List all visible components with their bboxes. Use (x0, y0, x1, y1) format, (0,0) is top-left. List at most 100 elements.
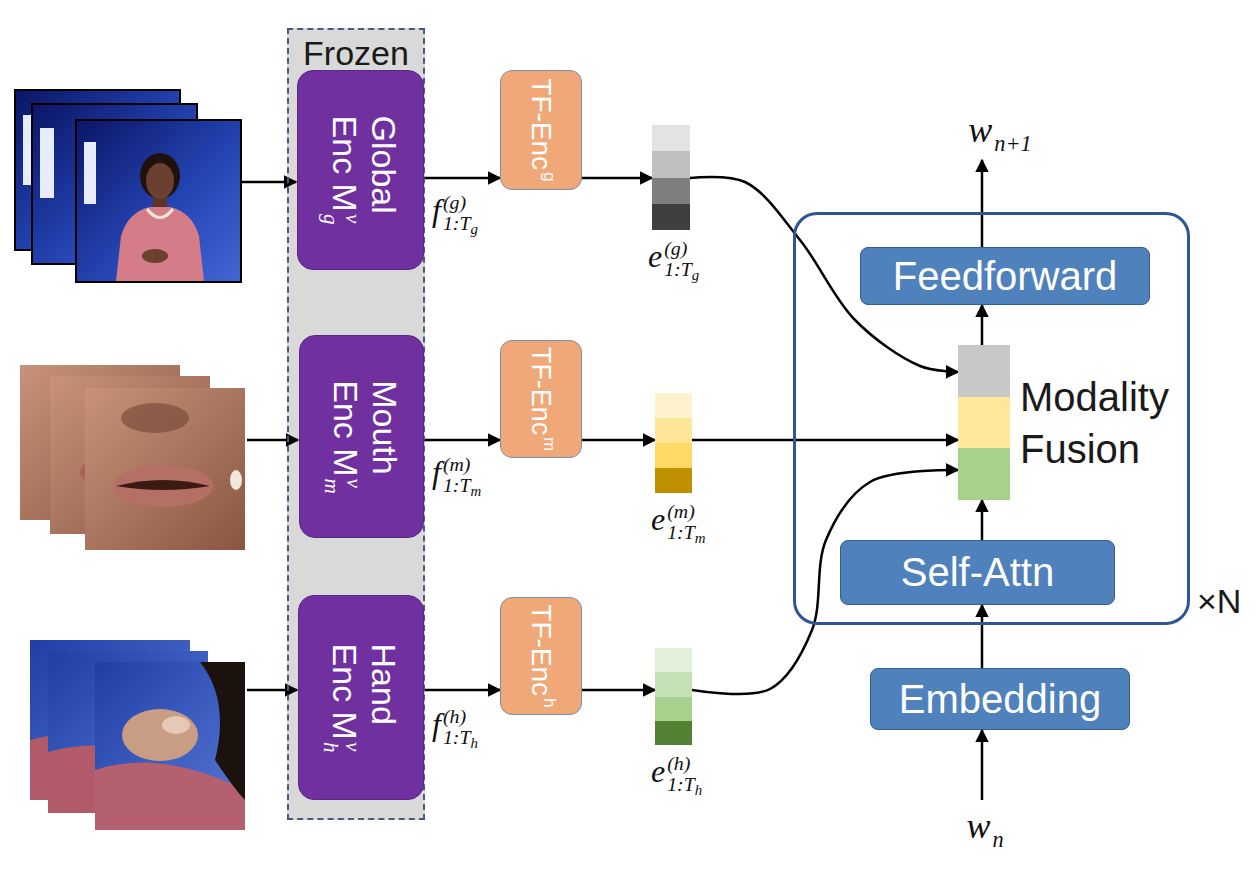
vector-segment (655, 468, 692, 493)
math-expression: Enc Mvm (326, 380, 364, 494)
subscript: n (992, 827, 1003, 852)
subscript-group: 1:Th (667, 774, 702, 795)
sub-subscript: g (470, 221, 477, 237)
frozen-region: FrozenGlobalEnc MvgMouthEnc MvmHandEnc M… (287, 28, 425, 820)
subscript-group: 1:Tg (664, 259, 699, 280)
vector-segment (655, 697, 692, 721)
encoder-box: MouthEnc Mvm (299, 335, 424, 538)
math-expression: e(m)1:Tm (651, 501, 706, 537)
vector-segment (652, 125, 690, 151)
math-expression: e(h)1:Th (651, 753, 702, 789)
connector-arrow (424, 439, 500, 442)
subscript: 1:T (443, 212, 471, 234)
vector-segment (655, 672, 692, 696)
fusion-label: Modality Fusion (1020, 371, 1195, 475)
rotated-label: HandEnc M vh (319, 643, 402, 752)
math-symbol: Enc M (325, 643, 363, 739)
nose-shadow (121, 403, 189, 433)
connector-arrow (981, 730, 984, 800)
encoder-name: TF-Enc (526, 347, 556, 435)
repeat-count: ×N (1197, 582, 1241, 621)
index-spacer (994, 109, 1031, 131)
vector-segment (655, 393, 692, 418)
feature-label: f(g)1:Tg (432, 192, 478, 234)
layer-box: Feedforward (860, 247, 1150, 305)
layer-name: Self-Attn (901, 550, 1054, 595)
encoder-name: Hand (365, 643, 403, 724)
math-expression: Enc Mvg (325, 116, 363, 225)
subscript: g (318, 214, 342, 225)
embedding-vector: e(h)1:Th (655, 648, 692, 745)
subscript: 1:T (664, 258, 692, 280)
layer-box: Self-Attn (840, 540, 1115, 605)
math-symbol: f (432, 706, 441, 742)
encoder-name: TF-Enc (526, 604, 557, 696)
index-stack: n (992, 805, 1003, 851)
transformer-encoder-box: TF-Enc g (500, 70, 582, 190)
shirt (95, 762, 245, 830)
index-stack: (m)1:Tm (667, 501, 705, 543)
region-title: Frozen (289, 34, 423, 73)
math-expression: wn (966, 805, 1003, 851)
frame-detail (84, 142, 96, 204)
superscript: (h) (667, 753, 702, 774)
subscript-group: 1:Tg (443, 213, 478, 234)
math-symbol: e (651, 753, 665, 789)
mouth-crop (85, 388, 245, 550)
vector-segment (652, 204, 690, 230)
vector-segment (655, 418, 692, 443)
connector-arrow (981, 500, 984, 540)
superscript: (h) (443, 706, 478, 727)
rotated-label: GlobalEnc Mvg (319, 116, 402, 225)
layer-name: Embedding (899, 677, 1101, 722)
frame-detail (40, 128, 54, 198)
vector-segment (958, 397, 1010, 449)
mouth-line (116, 480, 210, 490)
earring (230, 470, 242, 490)
math-symbol: Enc M (325, 116, 363, 212)
index-stack: (h)1:Th (443, 706, 478, 748)
math-symbol: e (648, 238, 662, 274)
input-arrow (247, 689, 297, 692)
vector-segment (652, 178, 690, 204)
connector-arrow (582, 439, 655, 442)
encoder-name: TF-Enc (526, 78, 557, 170)
math-symbol: f (432, 454, 441, 490)
math-symbol: f (432, 192, 441, 228)
feature-label: f(m)1:Tm (432, 454, 481, 496)
fingers (162, 716, 190, 734)
subscript: h (318, 741, 342, 752)
hand-crop (95, 662, 245, 830)
vector-segment (655, 648, 692, 672)
layer-box: Embedding (870, 668, 1130, 730)
superscript: v (342, 478, 364, 493)
subscript-group: 1:Tm (443, 475, 481, 496)
index-stack: (h)1:Th (667, 753, 702, 795)
math-symbol: Enc M (326, 380, 364, 476)
index-stack: vg (319, 214, 363, 225)
index-stack: (g)1:Tg (664, 238, 699, 280)
sub-subscript: m (470, 483, 481, 499)
math-symbol: w (968, 110, 992, 150)
necklace (147, 209, 173, 218)
connector-arrow (692, 439, 958, 442)
connector-arrow (981, 605, 984, 668)
token-label: wn+1 (940, 104, 1060, 160)
transformer-encoder-box: TF-Encm (500, 340, 582, 458)
vector-label: e(g)1:Tg (648, 238, 699, 280)
index-spacer (992, 805, 1003, 827)
subscript: 1:T (667, 773, 695, 795)
input-arrow (247, 439, 298, 442)
subscript-group: m (320, 478, 342, 493)
hand-frames (30, 640, 245, 830)
sub-subscript: m (695, 530, 706, 546)
index-stack: (m)1:Tm (443, 454, 481, 496)
index-stack: vh (319, 741, 363, 752)
superscript: g (540, 172, 560, 182)
index-stack: vm (320, 478, 364, 493)
mouth-frames (20, 365, 245, 550)
connector-arrow (582, 177, 652, 180)
vector-segment (652, 151, 690, 177)
subscript-group: g (319, 214, 341, 225)
